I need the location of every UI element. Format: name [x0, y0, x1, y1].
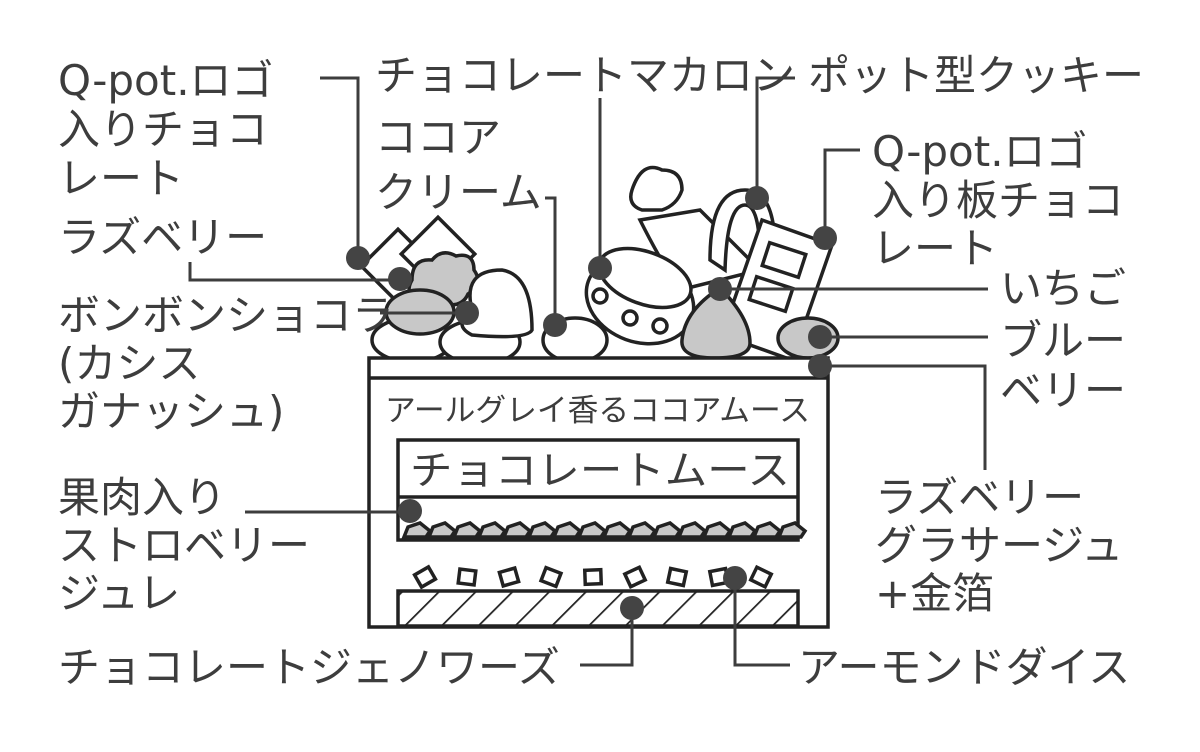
strawberry-piece [776, 521, 808, 539]
label-bonbon: ボンボンショコラ (カシス ガナッシュ) [58, 291, 407, 436]
label-blueberry: ブルー ベリー [1000, 316, 1139, 415]
almond-die [622, 564, 648, 590]
leader-lines [188, 76, 988, 667]
strawberry-piece [501, 521, 533, 539]
label-logo-plate: Q-pot.ロゴ 入り板チョコ レート [872, 127, 1137, 273]
almond-dice [412, 564, 774, 590]
label-raspberry: ラズベリー [58, 213, 267, 262]
chocolate-mousse-label: チョコレートムース [410, 448, 790, 494]
earl-grey-mousse-label: アールグレイ香るココアムース [385, 393, 810, 429]
strawberry-piece [526, 521, 558, 539]
macaron-illustration [584, 246, 696, 346]
label-strawberry: いちご [1000, 264, 1126, 313]
strawberry-piece [751, 521, 783, 539]
almond-die [665, 566, 689, 588]
strawberry-piece [651, 521, 683, 539]
cake-body: アールグレイ香るココアムース チョコレートムース [367, 356, 830, 629]
label-macaron: チョコレートマカロン [375, 51, 795, 100]
genoise-layer [396, 589, 800, 628]
almond-die [538, 565, 564, 589]
strawberry-piece [551, 521, 583, 539]
strawberry-piece [426, 521, 458, 539]
almond-die [748, 564, 774, 590]
label-pot-cookie: ポット型クッキー [808, 51, 1144, 100]
label-genoise: チョコレートジェノワーズ [58, 643, 560, 692]
almond-die [412, 564, 438, 590]
strawberry-piece [626, 521, 658, 539]
strawberry-piece [701, 521, 733, 539]
label-almond: アーモンドダイス [798, 643, 1130, 692]
label-strawberry-jelly: 果肉入り ストロベリー ジュレ [58, 473, 323, 618]
almond-die [456, 567, 478, 587]
label-logo-chocolate: Q-pot.ロゴ 入りチョコ レート [58, 56, 287, 203]
almond-die [497, 565, 521, 589]
strawberry-piece [576, 521, 608, 539]
strawberry-piece [676, 521, 708, 539]
callout-dots [346, 186, 837, 620]
label-glacage: ラズベリー グラサージュ +金箔 [875, 473, 1137, 618]
strawberry-piece [601, 521, 633, 539]
strawberry-piece [726, 521, 758, 539]
strawberry-pieces [401, 521, 808, 539]
strawberry-piece [476, 521, 508, 539]
strawberry-piece [451, 521, 483, 539]
label-cocoa-cream: ココア クリーム [375, 113, 542, 217]
strawberry-piece [401, 521, 433, 539]
almond-die [582, 567, 604, 587]
